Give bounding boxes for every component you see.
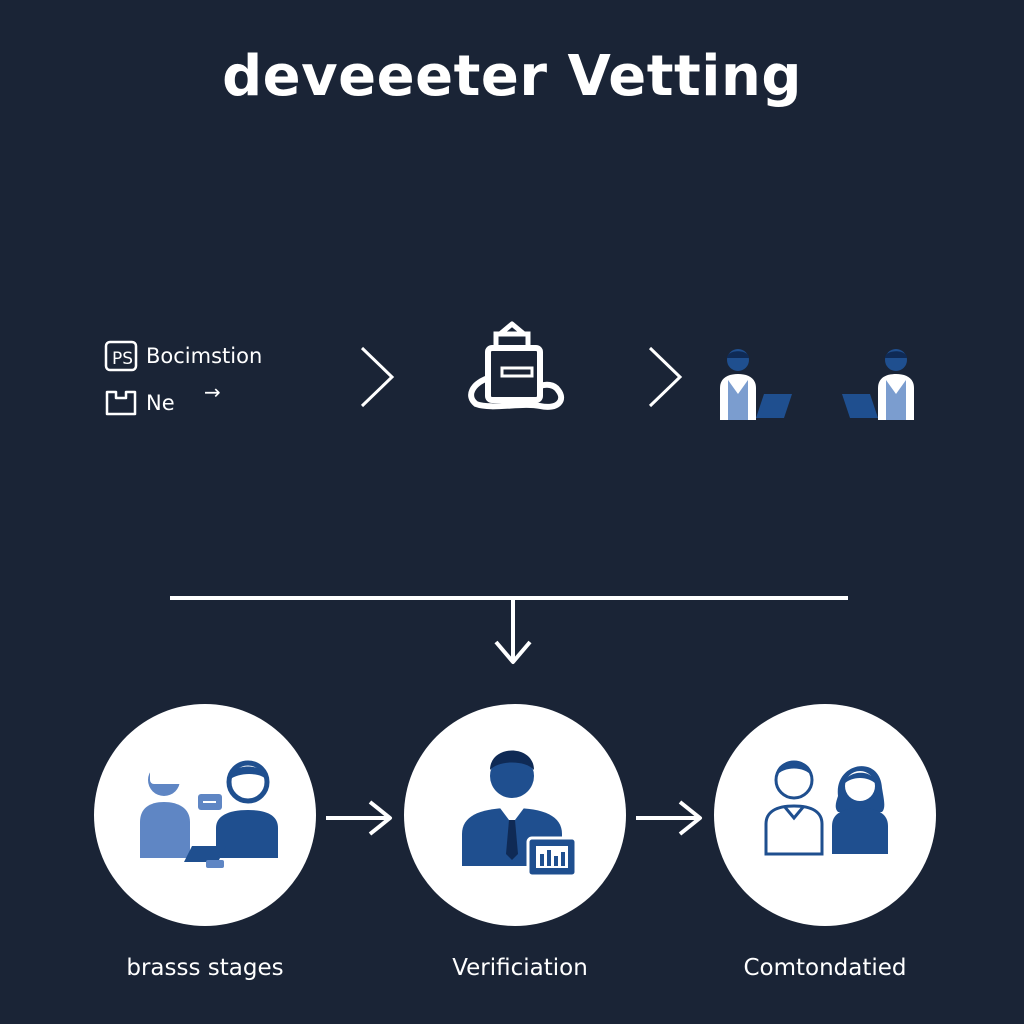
svg-text:PS: PS [112,349,133,369]
stage-circle-2 [714,704,936,926]
stage-label-1: Verificiation [452,955,588,981]
small-arrow-icon: → [204,380,221,404]
business-person-icon [462,750,578,878]
developer-laptop-icon [842,349,914,420]
chevron-right-icon [648,346,683,408]
legend-label: Bocimstion [146,344,263,368]
developer-laptop-icon [720,349,792,420]
stage-label-0: brasss stages [126,955,284,981]
legend-label: Ne [146,391,175,415]
stage-circle-0 [94,704,316,926]
arrow-right-icon [326,800,392,836]
diagram-title: deveeeter Vetting [222,44,802,109]
stage-circle-1 [404,704,626,926]
chevron-right-icon [360,346,395,408]
legend-item-0: PS Bocimstion [104,339,262,373]
legend-item-1: Ne [104,388,175,418]
stage-label-2: Comtondatied [743,955,907,981]
document-stack-icon [468,321,565,410]
connector-down-arrow [170,596,848,664]
box-icon [105,390,137,416]
two-people-icon [764,760,888,856]
interview-icon [140,754,278,868]
ps-badge-icon: PS [104,340,138,372]
arrow-right-icon [636,800,702,836]
